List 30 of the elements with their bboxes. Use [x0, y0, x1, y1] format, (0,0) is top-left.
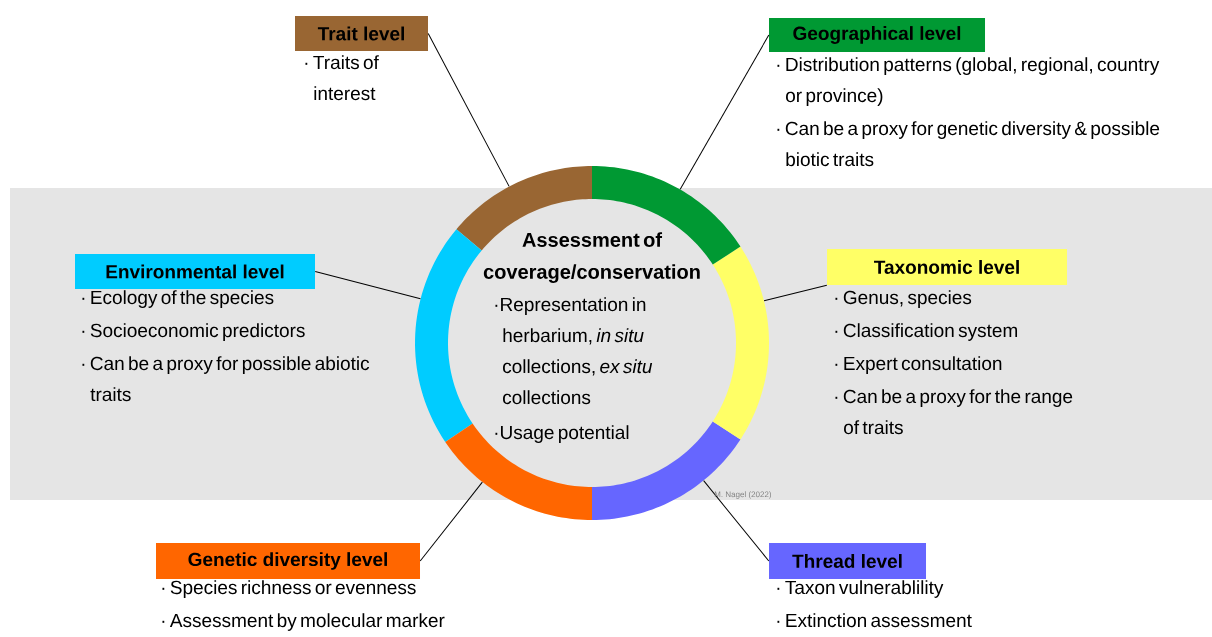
bullet-text: ·Representation in herbarium, in situ collections, ex situ collections — [495, 297, 653, 405]
bullet-text: ·Usage potential — [495, 425, 629, 443]
level-header-box: Geographical level — [769, 18, 985, 52]
heading-text: Assessment of coverage/conservation — [483, 232, 700, 283]
bullet-text: · Can be a proxy for the range of traits — [835, 389, 1073, 435]
bullet-text: · Classification system — [835, 323, 1017, 341]
level-header-box: Environmental level — [75, 254, 315, 289]
credit-text: M. Nagel (2022) — [714, 491, 772, 499]
bullet-text: · Ecology of the species — [82, 290, 274, 308]
leader-line — [703, 480, 770, 562]
leader-line — [419, 481, 483, 562]
leader-line — [314, 271, 421, 300]
bullet-text: · Genus, species — [835, 290, 972, 308]
bullet-text: · Expert consultation — [835, 356, 1002, 374]
bullet-text: · Distribution patterns (global, regional, country or province) — [777, 57, 1160, 106]
leader-line — [679, 34, 770, 190]
leader-line — [427, 33, 510, 187]
level-header-box: Thread level — [769, 543, 926, 579]
bullet-text: · Species richness or evenness — [162, 580, 416, 598]
bullet-text: · Extinction assessment — [777, 613, 972, 628]
bullet-text: · Taxon vulnerablility — [777, 580, 944, 598]
bullet-text: · Traits of interest — [305, 55, 379, 101]
bullet-text: · Assessment by molecular marker — [162, 613, 445, 631]
bullet-text: · Can be a proxy for genetic diversity & possible biotic traits — [777, 121, 1160, 167]
bullet-text: · Socioeconomic predictors — [82, 323, 305, 341]
level-header-box: Genetic diversity level — [156, 543, 420, 579]
level-header-box: Taxonomic level — [827, 249, 1067, 285]
bullet-text: · Can be a proxy for possible abiotic traits — [82, 356, 370, 402]
leader-line — [763, 284, 828, 302]
level-header-box: Trait level — [295, 16, 428, 51]
